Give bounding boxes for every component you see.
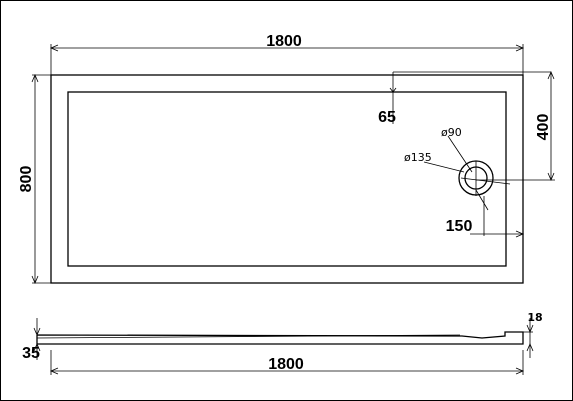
- side-view: 35 18 1800: [22, 311, 543, 375]
- drain-right-offset-label: 150: [446, 218, 473, 235]
- width-label: 800: [18, 166, 35, 193]
- tray-side-profile: [36, 331, 524, 345]
- side-height-label: 35: [22, 345, 40, 362]
- length-label: 1800: [266, 33, 302, 50]
- drain-center-dimension: 400: [476, 70, 555, 182]
- top-view: 1800 800 65 400: [18, 33, 555, 285]
- drain-top-offset-dimension: 65: [378, 71, 551, 126]
- drain: ø90 ø135: [404, 126, 511, 211]
- drain-outer-diameter-label: ø135: [404, 151, 432, 164]
- side-rim-dimension: 18: [523, 311, 543, 358]
- drain-top-offset-label: 65: [378, 109, 396, 126]
- drain-right-offset-dimension: 150: [446, 196, 525, 238]
- tray-outer-outline: [50, 74, 524, 284]
- side-height-dimension: 35: [22, 318, 41, 362]
- side-length-label: 1800: [268, 356, 304, 373]
- length-dimension: 1800: [49, 33, 525, 75]
- drain-inner-diameter-label: ø90: [441, 126, 462, 139]
- width-dimension: 800: [18, 73, 51, 285]
- tray-side-slope: [36, 334, 461, 339]
- drain-center-label: 400: [535, 114, 552, 141]
- side-rim-label: 18: [527, 311, 542, 324]
- side-length-dimension: 1800: [49, 350, 525, 375]
- tray-inner-outline: [67, 91, 507, 267]
